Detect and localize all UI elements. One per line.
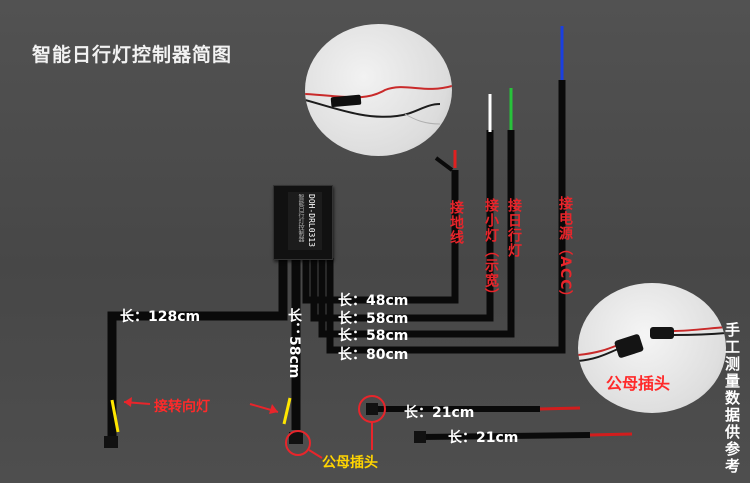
label-small-light: 接小灯（示宽） <box>483 198 499 303</box>
circle-connector-bottom <box>285 430 311 456</box>
wire-left-yellow-tip <box>110 399 120 433</box>
photo-controller-wires <box>305 85 452 125</box>
label-drl: 接日行灯 <box>506 198 522 258</box>
label-wire-58a: 长：58cm <box>338 311 409 327</box>
photo-controller-inset <box>305 24 452 156</box>
label-wire-21a: 长：21cm <box>404 405 475 421</box>
wire-48cm <box>302 170 459 304</box>
wire-down-connector <box>289 432 303 444</box>
label-wire-21b: 长：21cm <box>448 430 519 446</box>
controller-subtitle: 智能日行灯控制器 <box>297 194 304 242</box>
wire-down-yellow-tip <box>282 397 292 425</box>
wire-left-connector <box>104 436 118 448</box>
label-wire-80: 长：80cm <box>338 347 409 363</box>
controller-box: DOH-DRL0313 智能日行灯控制器 <box>273 185 333 260</box>
label-wire-58b: 长：58cm <box>338 328 409 344</box>
wire-58cm-b <box>318 130 515 338</box>
label-wire-48: 长：48cm <box>338 293 409 309</box>
label-wire-left: 长：128cm <box>120 309 201 325</box>
label-connector-bottom: 公母插头 <box>322 455 378 471</box>
wire-21cm-b-plug <box>414 431 426 443</box>
controller-model: DOH-DRL0313 <box>307 194 316 247</box>
wire-21cm-b-red <box>589 432 633 437</box>
photo-connector-inset <box>578 283 726 413</box>
line-connector-bottom <box>308 449 323 459</box>
arrow-turn-right-head <box>269 404 278 414</box>
controller-label-plate <box>288 192 322 250</box>
wire-58cm-a <box>310 130 494 322</box>
wire-21cm-a-plug <box>366 403 378 415</box>
label-turn-signal: 接转向灯 <box>154 399 210 415</box>
wire-21cm-b <box>419 432 591 440</box>
arrow-turn-left-head <box>124 397 132 407</box>
wire-48cm-tip <box>434 156 454 172</box>
photo-connector-parts <box>578 326 726 362</box>
label-connector-photo: 公母插头 <box>606 374 671 393</box>
wire-left-128cm <box>107 253 288 445</box>
label-acc: 接电源（ACC） <box>557 196 573 306</box>
wire-21cm-a-red <box>539 406 581 411</box>
label-note: 手工测量数据供参考 <box>723 322 741 475</box>
page-title: 智能日行灯控制器简图 <box>32 44 233 66</box>
label-ground: 接地线 <box>448 200 464 245</box>
label-wire-down: 长：58cm <box>286 308 302 379</box>
wire-80cm <box>326 80 566 354</box>
